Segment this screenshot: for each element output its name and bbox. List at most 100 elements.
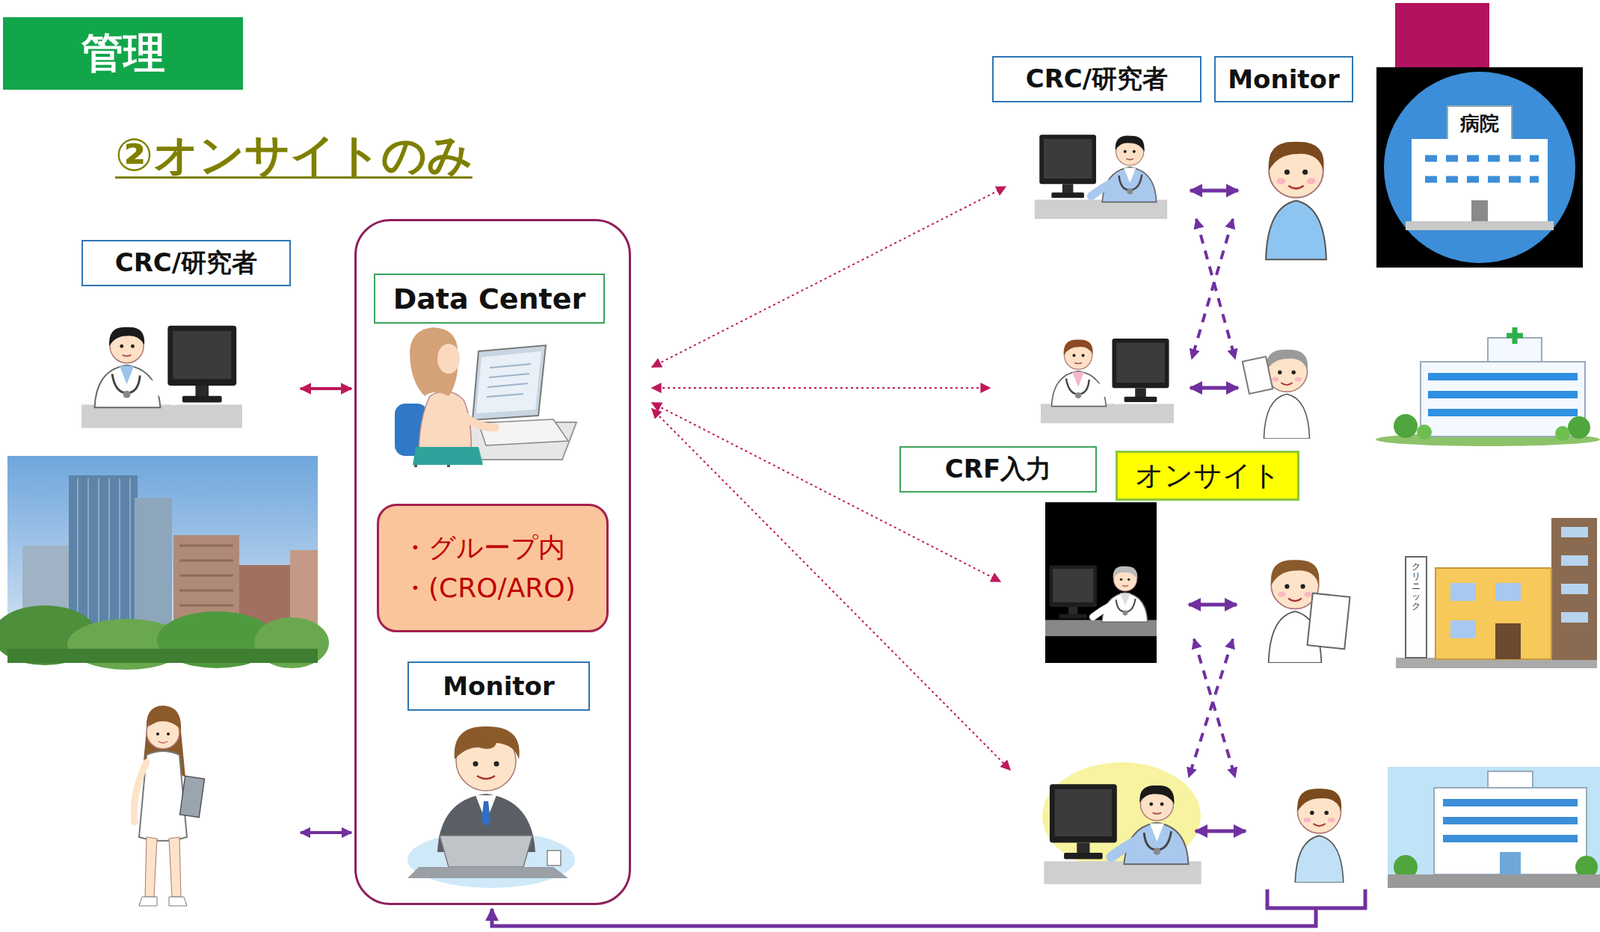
row2-hospital [1375,327,1600,447]
row3-clinic [1395,518,1598,669]
data-center-worker [472,345,546,421]
role-box: Data Center [373,273,605,324]
row3-clinic [1561,532,1589,618]
monitor-worker [454,726,520,760]
monitor-worker [477,776,495,780]
site-arrows [1195,829,1246,834]
box-label: ・(CRO/ARO) [401,568,576,609]
nurse-figure [180,776,205,818]
left-connectors [300,388,352,833]
row3-clinic [1450,583,1476,602]
row4-monitor [1294,788,1343,883]
nurse-figure [139,897,187,907]
site-arrows [1267,889,1366,909]
row2-hospital [1393,414,1418,439]
role-box: CRC/研究者 [992,56,1202,103]
row1-monitor [1265,142,1327,261]
row3-crc [1045,502,1157,664]
row4-hospital [1442,802,1578,839]
site-arrows [1190,386,1239,391]
row4-crc [1043,784,1201,885]
left-connectors [300,831,352,835]
row2-hospital [1428,376,1578,413]
row4-hospital [1387,767,1600,880]
row1-crc [1034,134,1168,220]
hospital-icon [1405,221,1554,231]
site-arrows [1188,639,1233,778]
site-arrows [491,190,1366,927]
campus-photo [77,478,131,640]
row2-hospital [1506,327,1523,344]
row3-crc [1045,502,1157,664]
row3-clinic [1551,518,1598,661]
site-arrows [1191,219,1233,359]
diagram-title: ②オンサイトのみ [115,125,473,187]
row3-clinic [1405,557,1427,658]
monitor-worker [473,761,479,768]
row4-crc [1042,762,1202,885]
row3-crc [1045,565,1157,637]
row3-clinic [1495,623,1521,660]
row1-crc [1034,134,1168,220]
site-arrows [1188,603,1237,608]
row4-hospital [1387,767,1600,889]
box-label: ・グループ内 [401,527,566,569]
campus-photo [179,545,234,606]
campus-photo [0,456,329,670]
site-arrows [491,908,1316,927]
row2-hospital [1420,361,1586,437]
hospital-icon [1383,71,1576,264]
role-box: Monitor [407,661,590,712]
role-box: CRC/研究者 [81,240,291,287]
data-center-worker [412,447,483,466]
row1-monitor [1265,142,1327,261]
monitor-worker [407,831,575,889]
box-label: CRC/研究者 [115,245,258,281]
clinic-sign: クリニック [1411,562,1421,612]
row4-hospital [1387,874,1600,889]
hospital-icon [1376,67,1583,268]
box-label: 管理 [81,25,166,83]
section-banner: 管理 [2,17,243,90]
task-box: CRF入力 [899,446,1097,493]
row1-crc [1034,134,1168,220]
hospital-icon [1411,139,1548,222]
site-arrows [1196,219,1236,359]
campus-photo [7,648,318,664]
center-container: Data Center ・グループ内・(CRO/ARO) Monitor [354,219,632,906]
row4-hospital [1499,852,1521,875]
row3-clinic [1495,583,1521,602]
box-label: CRC/研究者 [1025,62,1169,97]
nurse-figure [133,705,205,907]
row2-hospital [1567,416,1591,439]
monitor-worker [481,801,491,827]
hospital-icon [1395,2,1490,68]
row3-crc [1045,565,1157,637]
campus-photo [134,497,172,640]
building-sign: 病院 [1447,106,1512,141]
nurse-figure [148,713,180,729]
row2-doctor [1263,349,1310,439]
monitor-worker [407,867,569,879]
box-label: CRF入力 [945,452,1052,487]
box-label: Monitor [442,671,555,702]
nurse-figure [145,837,181,898]
data-center-worker [476,351,542,414]
hospital-icon [1447,106,1512,141]
site-arrows [1194,639,1236,778]
box-label: Data Center [393,282,587,316]
site-dashed-arrows [651,387,990,389]
row3-monitor [1306,593,1350,650]
nurse-figure [166,732,170,736]
monitor-worker [494,761,500,768]
row4-crc [1043,784,1201,885]
hospital-icon [1425,158,1539,180]
data-center-worker [394,327,577,468]
left-doctor-at-pc [81,325,243,429]
role-box: Monitor [1214,56,1354,103]
mode-box: オンサイト [1115,450,1300,501]
row2-crc [1040,338,1174,424]
row2-crc [1040,338,1174,424]
hospital-icon [1376,2,1583,268]
